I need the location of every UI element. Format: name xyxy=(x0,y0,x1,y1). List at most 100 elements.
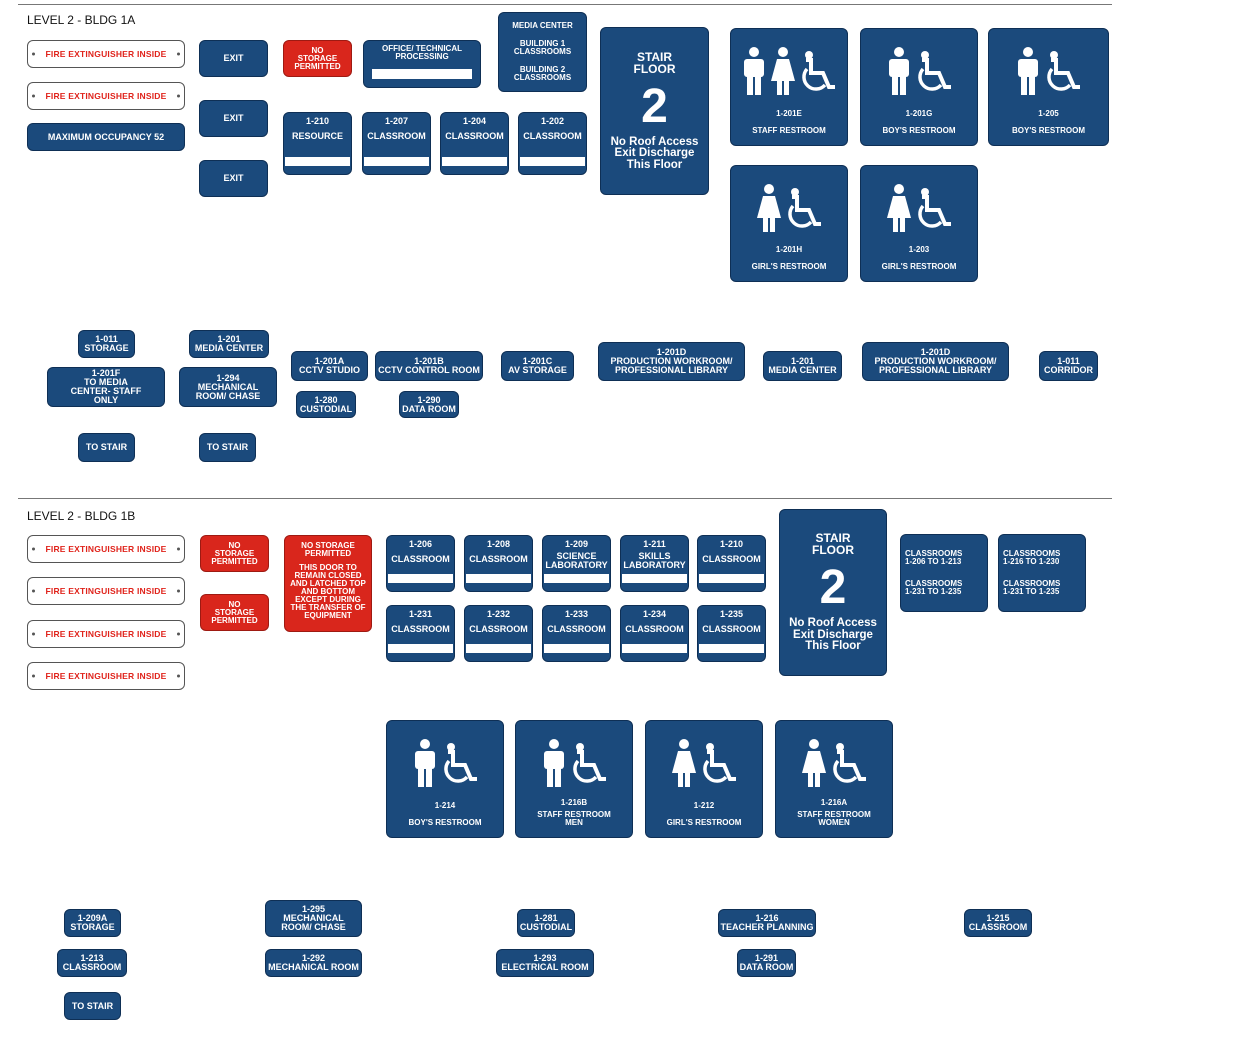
wheelchair-icon xyxy=(917,188,951,228)
woman-icon xyxy=(771,47,795,95)
wheelchair-icon xyxy=(702,743,736,783)
directional-sign: CLASSROOMS 1-216 TO 1-230 CLASSROOMS 1-2… xyxy=(998,534,1086,612)
stair-floor-sign: STAIR FLOOR 2 No Roof Access Exit Discha… xyxy=(779,509,887,676)
fire-extinguisher-sign: FIRE EXTINGUISHER INSIDE xyxy=(27,535,185,563)
section-title-1b: LEVEL 2 - BLDG 1B xyxy=(27,509,136,523)
wheelchair-icon xyxy=(1047,51,1080,91)
no-storage-sign: NO STORAGE PERMITTED xyxy=(200,594,269,631)
man-icon xyxy=(543,739,564,787)
wheelchair-icon xyxy=(832,743,866,783)
woman-icon xyxy=(756,184,781,232)
restroom-icons xyxy=(989,47,1108,95)
woman-icon xyxy=(801,739,826,787)
office-sign: OFFICE/ TECHNICAL PROCESSING xyxy=(363,40,481,88)
woman-icon xyxy=(671,739,696,787)
man-icon xyxy=(744,47,764,95)
restroom-icons xyxy=(731,184,847,232)
max-occupancy-sign: MAXIMUM OCCUPANCY 52 xyxy=(27,123,185,151)
wheelchair-icon xyxy=(443,743,477,783)
to-stair-sign: TO STAIR xyxy=(78,433,135,462)
woman-icon xyxy=(886,184,911,232)
restroom-icons xyxy=(861,47,977,95)
section-divider xyxy=(18,498,1112,499)
to-stair-sign: TO STAIR xyxy=(199,433,256,462)
restroom-icons xyxy=(861,184,977,232)
wheelchair-icon xyxy=(572,743,606,783)
directional-sign: CLASSROOMS 1-206 TO 1-213 CLASSROOMS 1-2… xyxy=(900,534,988,612)
restroom-icons xyxy=(731,47,847,95)
wheelchair-icon xyxy=(787,188,821,228)
man-icon xyxy=(1018,47,1038,95)
to-stair-sign: TO STAIR xyxy=(64,992,121,1020)
section-divider xyxy=(18,4,1112,5)
restroom-icons xyxy=(646,739,762,787)
fire-extinguisher-sign: FIRE EXTINGUISHER INSIDE xyxy=(27,620,185,648)
fire-extinguisher-sign: FIRE EXTINGUISHER INSIDE xyxy=(27,662,185,690)
fire-extinguisher-sign: FIRE EXTINGUISHER INSIDE xyxy=(27,82,185,110)
door-closed-sign: NO STORAGE PERMITTED THIS DOOR TO REMAIN… xyxy=(284,535,372,632)
fire-extinguisher-sign: FIRE EXTINGUISHER INSIDE xyxy=(27,40,185,68)
restroom-icons xyxy=(776,739,892,787)
no-storage-sign: NO STORAGE PERMITTED xyxy=(283,40,352,77)
wheelchair-icon xyxy=(917,51,951,91)
fire-extinguisher-sign: FIRE EXTINGUISHER INSIDE xyxy=(27,577,185,605)
exit-sign: EXIT xyxy=(199,160,268,197)
section-title-1a: LEVEL 2 - BLDG 1A xyxy=(27,13,136,27)
restroom-icons xyxy=(516,739,632,787)
exit-sign: EXIT xyxy=(199,100,268,137)
man-icon xyxy=(414,739,435,787)
no-storage-sign: NO STORAGE PERMITTED xyxy=(200,535,269,572)
directional-sign: MEDIA CENTER BUILDING 1 CLASSROOMS BUILD… xyxy=(498,12,587,92)
stair-floor-sign: STAIR FLOOR 2 No Roof Access Exit Discha… xyxy=(600,27,709,195)
wheelchair-icon xyxy=(802,51,835,91)
exit-sign: EXIT xyxy=(199,40,268,77)
restroom-icons xyxy=(387,739,503,787)
man-icon xyxy=(888,47,909,95)
